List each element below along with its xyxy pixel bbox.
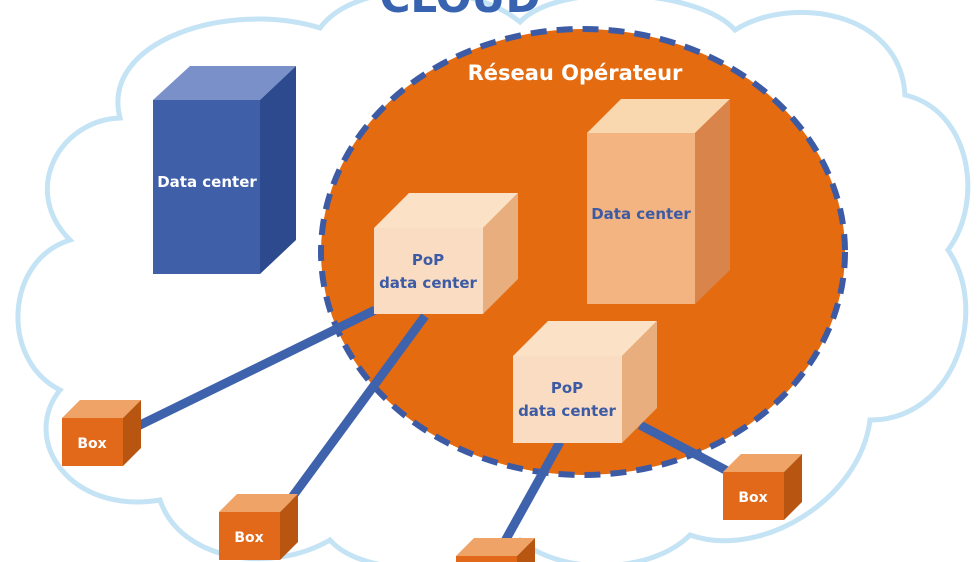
box2-side — [280, 494, 298, 560]
link-pop1-box1 — [136, 305, 377, 431]
box3-top — [723, 454, 802, 472]
pop1-label-line2: data center — [379, 274, 477, 292]
box1-side — [123, 400, 141, 466]
pop1-top — [374, 193, 518, 228]
box2-front — [219, 512, 280, 560]
box-2: Box — [219, 494, 298, 560]
box2-top — [219, 494, 298, 512]
box1-front — [62, 418, 123, 466]
box-4 — [456, 538, 535, 562]
operator-datacenter: Data center — [587, 99, 730, 304]
cloud-title: CLOUD — [380, 0, 541, 22]
pop2-front — [513, 356, 622, 443]
box2-label: Box — [234, 530, 263, 546]
pop-datacenter-2: PoP data center — [513, 321, 657, 443]
pop1-side — [483, 193, 518, 314]
box1-top — [62, 400, 141, 418]
operator-dc-label: Data center — [591, 205, 691, 223]
operator-dc-top — [587, 99, 730, 133]
box-3: Box — [723, 454, 802, 520]
box3-side — [784, 454, 802, 520]
cloud-outline — [15, 0, 971, 562]
box-1: Box — [62, 400, 141, 466]
link-pop2-box3 — [637, 421, 738, 479]
connection-lines — [136, 305, 738, 553]
operator-network-label: Réseau Opérateur — [468, 61, 683, 85]
external-dc-label: Data center — [157, 173, 257, 191]
pop2-label-line2: data center — [518, 402, 616, 420]
external-dc-front — [153, 100, 260, 274]
external-dc-side — [260, 66, 296, 274]
pop1-label-line1: PoP — [412, 251, 444, 269]
operator-dc-side — [695, 99, 730, 304]
pop2-label-line1: PoP — [551, 379, 583, 397]
box1-label: Box — [77, 436, 106, 452]
external-dc-top — [153, 66, 296, 100]
pop2-side — [622, 321, 657, 443]
box4-front — [456, 556, 517, 562]
pop1-front — [374, 228, 483, 314]
box4-top — [456, 538, 535, 556]
box3-front — [723, 472, 784, 520]
box4-side — [517, 538, 535, 562]
pop2-top — [513, 321, 657, 356]
operator-dc-front — [587, 133, 695, 304]
pop-datacenter-1: PoP data center — [374, 193, 518, 314]
link-pop2-box4 — [496, 439, 564, 553]
box3-label: Box — [738, 490, 767, 506]
link-pop1-box2 — [286, 313, 429, 503]
external-datacenter: Data center — [153, 66, 296, 274]
